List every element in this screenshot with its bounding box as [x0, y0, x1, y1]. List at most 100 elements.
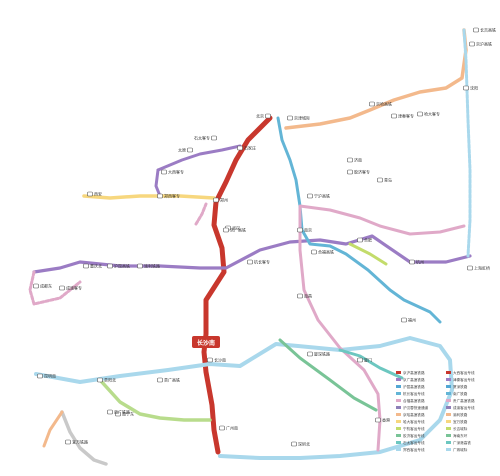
station-s23[interactable]: 合肥	[357, 237, 373, 243]
station-marker[interactable]	[97, 377, 103, 383]
station-s19[interactable]: 宁沪高铁	[307, 193, 331, 199]
station-marker[interactable]	[467, 265, 473, 271]
station-marker[interactable]	[161, 169, 167, 175]
station-s29[interactable]: 广州南	[219, 425, 239, 431]
station-marker[interactable]	[347, 169, 353, 175]
station-marker[interactable]	[307, 193, 313, 199]
station-s33[interactable]: 昆明南	[37, 373, 57, 379]
station-s40[interactable]: 合福高铁	[311, 249, 335, 255]
station-s21[interactable]: 上海虹桥	[467, 265, 491, 271]
station-marker[interactable]	[107, 263, 113, 269]
station-s26[interactable]: 南昌	[297, 293, 313, 299]
station-s43[interactable]: 南广铁路	[107, 409, 131, 415]
station-marker[interactable]	[347, 157, 353, 163]
legend-entry: 南广铁路	[446, 391, 468, 396]
station-marker[interactable]	[65, 439, 71, 445]
station-marker[interactable]	[377, 177, 383, 183]
station-marker[interactable]	[369, 101, 375, 107]
station-marker[interactable]	[115, 411, 121, 417]
station-s41[interactable]: 厦深铁路	[307, 351, 331, 357]
station-s25[interactable]: 长沙南	[207, 357, 227, 363]
station-s38[interactable]: 沪昆高铁	[107, 263, 131, 269]
station-marker[interactable]	[265, 113, 271, 119]
station-marker[interactable]	[59, 285, 65, 291]
station-marker[interactable]	[211, 135, 217, 141]
station-marker[interactable]	[297, 293, 303, 299]
station-s6[interactable]: 沈阳	[463, 85, 479, 91]
station-marker[interactable]	[307, 351, 313, 357]
station-marker[interactable]	[37, 373, 43, 379]
station-s39[interactable]: 杭长客专	[247, 259, 271, 265]
station-marker[interactable]	[417, 111, 423, 117]
station-marker[interactable]	[357, 357, 363, 363]
station-s27[interactable]: 福州	[401, 317, 417, 323]
station-marker[interactable]	[223, 227, 229, 233]
legend-entry: 广深港高铁	[446, 440, 471, 445]
station-marker[interactable]	[237, 145, 243, 151]
station-s7[interactable]: 京津城际	[287, 115, 311, 121]
station-s17[interactable]: 胶济客专	[347, 169, 371, 175]
station-marker[interactable]	[291, 441, 297, 447]
station-s35[interactable]: 重庆北	[83, 263, 103, 269]
station-marker[interactable]	[401, 317, 407, 323]
station-marker[interactable]	[311, 249, 317, 255]
station-s42[interactable]: 贵广高铁	[157, 377, 181, 383]
station-label: 贵阳北	[104, 377, 116, 383]
station-s14[interactable]: 西安	[87, 191, 103, 197]
station-s9[interactable]: 石太客专	[194, 135, 217, 141]
station-marker[interactable]	[83, 263, 89, 269]
station-s46[interactable]: 宜万铁路	[65, 439, 89, 445]
station-marker[interactable]	[219, 425, 225, 431]
hub-station-group[interactable]: 长沙南	[192, 336, 220, 348]
station-s36[interactable]: 成都东	[33, 283, 53, 289]
station-s15[interactable]: 郑州	[213, 197, 229, 203]
station-s13[interactable]: 郑西客专	[157, 193, 181, 199]
station-s28[interactable]: 厦门	[357, 357, 373, 363]
station-marker[interactable]	[473, 27, 479, 33]
station-s31[interactable]: 香港	[375, 417, 391, 423]
station-s37[interactable]: 京广高铁	[223, 227, 247, 233]
station-marker[interactable]	[391, 113, 397, 119]
station-s12[interactable]: 石家庄	[237, 145, 257, 151]
station-label: 宜万铁路	[72, 439, 88, 445]
station-s11[interactable]: 大西客专	[161, 169, 185, 175]
station-marker[interactable]	[107, 409, 113, 415]
station-s34[interactable]: 南宁东	[115, 411, 135, 417]
station-marker[interactable]	[469, 41, 475, 47]
station-s4[interactable]: 京哈高铁	[369, 101, 393, 107]
station-marker[interactable]	[187, 147, 193, 153]
station-marker[interactable]	[157, 377, 163, 383]
station-s44[interactable]: 渝利铁路	[137, 263, 161, 269]
station-s5[interactable]: 津秦客专	[391, 113, 415, 119]
line-jingguang	[201, 115, 273, 455]
station-marker[interactable]	[375, 417, 381, 423]
station-marker[interactable]	[297, 227, 303, 233]
station-s8[interactable]: 北京	[256, 113, 271, 119]
station-s30[interactable]: 深圳北	[291, 441, 311, 447]
station-s2[interactable]: 长吉高铁	[473, 27, 497, 33]
legend-entry: 胶济客运专线	[396, 433, 425, 438]
station-label: 合肥	[364, 237, 372, 243]
station-marker[interactable]	[357, 237, 363, 243]
hub-station-marker[interactable]	[192, 336, 220, 348]
station-s1[interactable]: 京沪高铁	[469, 41, 493, 47]
station-marker[interactable]	[463, 85, 469, 91]
station-s10[interactable]: 太原	[178, 147, 193, 153]
station-s32[interactable]: 贵阳北	[97, 377, 117, 383]
station-s45[interactable]: 成渝客专	[59, 285, 83, 291]
station-marker[interactable]	[409, 259, 415, 265]
station-marker[interactable]	[207, 357, 213, 363]
station-s16[interactable]: 济南	[347, 157, 363, 163]
station-s18[interactable]: 青岛	[377, 177, 393, 183]
station-s20[interactable]: 南京	[297, 227, 313, 233]
station-marker[interactable]	[247, 259, 253, 265]
station-marker[interactable]	[287, 115, 293, 121]
station-marker[interactable]	[213, 197, 219, 203]
line-datong	[154, 168, 162, 198]
station-marker[interactable]	[33, 283, 39, 289]
station-s3[interactable]: 哈大客专	[417, 111, 441, 117]
station-marker[interactable]	[87, 191, 93, 197]
station-marker[interactable]	[137, 263, 143, 269]
station-marker[interactable]	[157, 193, 163, 199]
station-s22[interactable]: 杭州	[409, 259, 425, 265]
